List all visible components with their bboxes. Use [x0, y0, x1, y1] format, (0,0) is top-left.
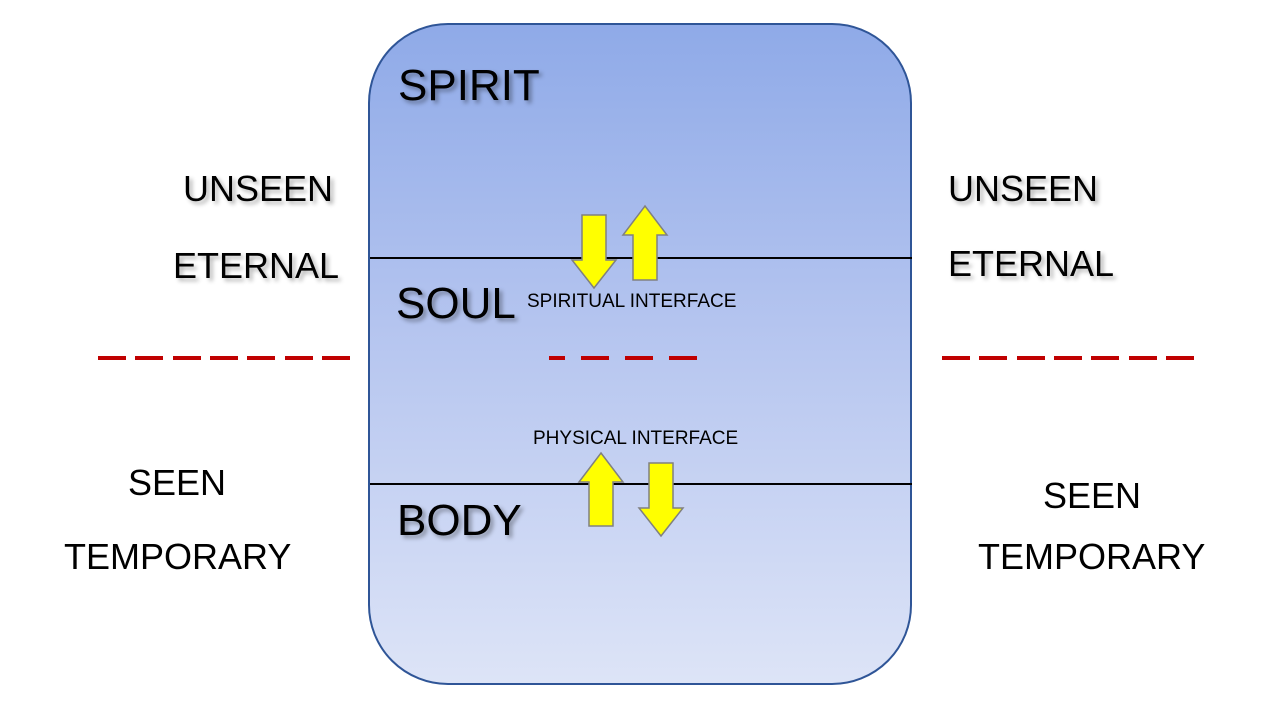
right-unseen-label: UNSEEN: [948, 168, 1099, 209]
person-box: [368, 23, 912, 685]
arrow-up-icon: [621, 204, 669, 281]
body-label: BODY: [397, 496, 522, 545]
physical-interface-label: PHYSICAL INTERFACE: [533, 428, 739, 449]
arrow-down-icon: [570, 214, 618, 290]
soul-label: SOUL: [396, 279, 516, 328]
right-temporary-label: TEMPORARY: [978, 536, 1206, 577]
left-eternal-label: ETERNAL: [173, 245, 340, 286]
spirit-label: SPIRIT: [398, 61, 540, 110]
right-eternal-label: ETERNAL: [948, 243, 1115, 284]
physical-interface-line: [370, 483, 912, 485]
arrow-up-icon: [577, 451, 625, 527]
left-unseen-label: UNSEEN: [183, 168, 334, 209]
left-seen-label: SEEN: [128, 462, 227, 503]
left-temporary-label: TEMPORARY: [64, 536, 292, 577]
arrow-down-icon: [637, 462, 685, 538]
right-dashed-divider: [942, 356, 1194, 360]
left-dashed-divider: [98, 356, 350, 360]
spiritual-interface-label: SPIRITUAL INTERFACE: [527, 291, 737, 312]
right-seen-label: SEEN: [1043, 475, 1142, 516]
center-dashed-divider: [549, 356, 697, 360]
